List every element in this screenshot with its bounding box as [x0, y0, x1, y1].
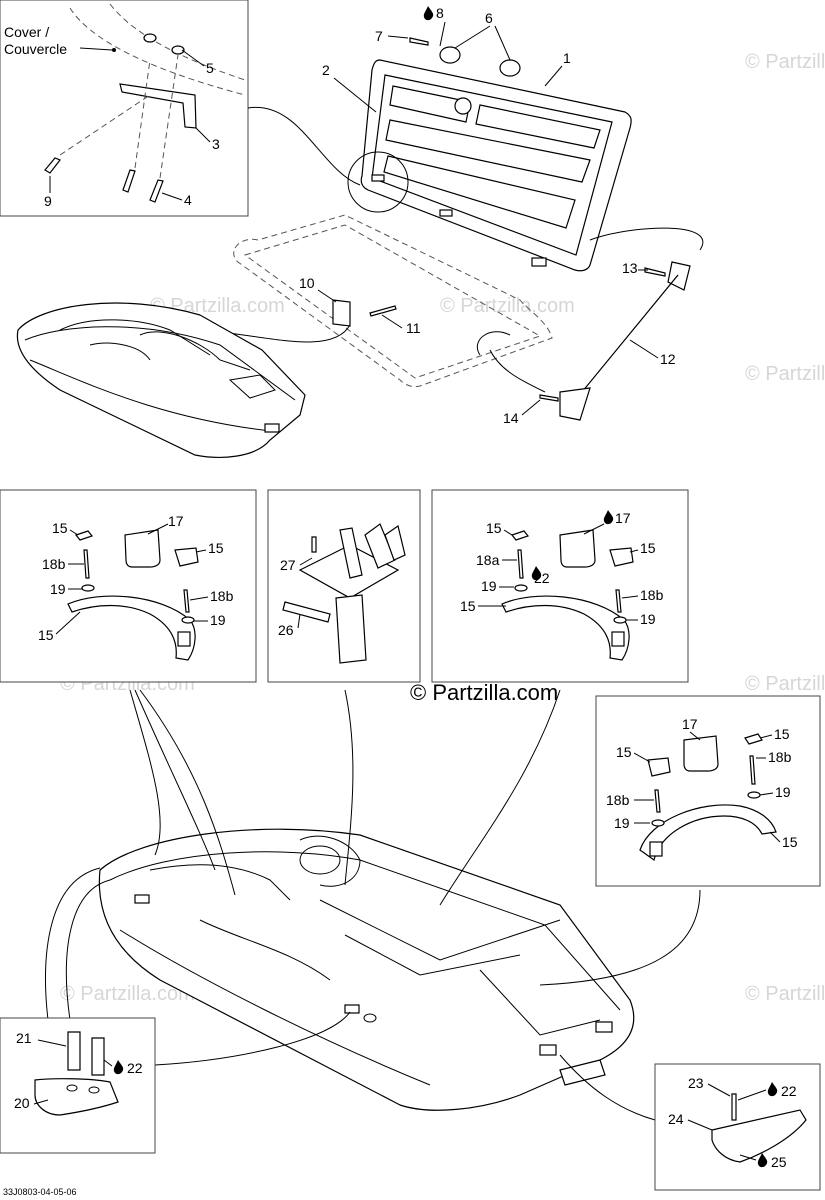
cleat-inset: 21 22 20	[0, 1017, 156, 1154]
callout-4: 4	[184, 192, 192, 208]
callout-19: 19	[481, 578, 497, 594]
callout-27: 27	[280, 557, 296, 573]
watermark-text: © Partzilla.com	[745, 673, 825, 695]
watermark-text: © Partzilla.com	[440, 295, 575, 317]
callout-19: 19	[210, 612, 226, 628]
callout-7: 7	[375, 28, 383, 44]
diagram-code: 33J0803-04-05-06	[3, 1187, 77, 1197]
pad-inset: 23 22 24 25	[654, 1063, 821, 1191]
handle-inset-right-top: 15 17 15 18a 22 19 18b 19 15	[431, 489, 689, 683]
callout-22: 22	[534, 570, 550, 586]
callout-9: 9	[44, 193, 52, 209]
watermark-text: © Partzilla.com	[745, 51, 825, 73]
callout-26: 26	[278, 622, 294, 638]
callout-15: 15	[208, 540, 224, 556]
boat-small	[16, 302, 306, 458]
callout-12: 12	[660, 351, 676, 367]
sealant-drop-icon	[531, 566, 542, 581]
callout-18b: 18b	[640, 587, 664, 603]
callout-18b: 18b	[768, 749, 792, 765]
callout-15: 15	[782, 834, 798, 850]
callout-15: 15	[774, 726, 790, 742]
sealant-drop-icon	[767, 1082, 778, 1097]
callout-13: 13	[622, 260, 638, 276]
callout-15: 15	[38, 627, 54, 643]
callout-18b: 18b	[210, 588, 234, 604]
callout-11: 11	[406, 320, 421, 336]
callout-24: 24	[668, 1111, 684, 1127]
handle-inset-left: 15 17 15 18b 19 18b 19 15	[0, 489, 257, 683]
callout-3: 3	[212, 136, 220, 152]
gas-spring: 13 12 14	[489, 227, 704, 426]
callout-19: 19	[640, 611, 656, 627]
callout-20: 20	[14, 1095, 30, 1111]
cover-inset: Cover / Couvercle 5 3 4 9	[0, 0, 249, 217]
sealant-drop-icon	[423, 6, 434, 21]
handle-inset-right-lower: 17 15 15 18b 19 18b 19 15	[595, 695, 821, 887]
callout-25: 25	[771, 1154, 787, 1170]
watermark-center: © Partzilla.com	[410, 680, 558, 705]
callout-23: 23	[688, 1075, 704, 1091]
callout-19: 19	[614, 815, 630, 831]
callout-10: 10	[299, 275, 315, 291]
throttle-inset: 27 26	[267, 489, 421, 683]
callout-15: 15	[460, 598, 476, 614]
callout-6: 6	[485, 10, 493, 26]
callout-14: 14	[503, 410, 519, 426]
callout-2: 2	[322, 62, 330, 78]
callout-19: 19	[50, 581, 66, 597]
storage-cover: 1 2 6 7 8	[322, 5, 632, 272]
callout-1: 1	[563, 50, 571, 66]
sealant-drop-icon	[113, 1060, 124, 1075]
callout-19: 19	[775, 784, 791, 800]
sealant-drop-icon	[603, 510, 614, 525]
callout-15: 15	[640, 540, 656, 556]
cover-label: Cover /	[4, 24, 49, 40]
callout-15: 15	[486, 520, 502, 536]
callout-17: 17	[615, 510, 631, 526]
callout-5: 5	[206, 60, 214, 76]
leader-lines	[45, 689, 701, 1121]
watermark-text: © Partzilla.com	[60, 983, 195, 1005]
couvercle-label: Couvercle	[4, 41, 67, 57]
callout-22: 22	[781, 1083, 797, 1099]
boat-main	[98, 828, 635, 1111]
callout-22: 22	[127, 1060, 143, 1076]
callout-18a: 18a	[476, 552, 500, 568]
callout-15: 15	[52, 520, 68, 536]
callout-18b: 18b	[606, 792, 630, 808]
watermark-text: © Partzilla.com	[745, 363, 825, 385]
callout-17: 17	[682, 716, 698, 732]
sealant-drop-icon	[757, 1153, 768, 1168]
callout-18b: 18b	[42, 556, 66, 572]
watermark-text: © Partzilla.com	[745, 983, 825, 1005]
callout-17: 17	[168, 513, 184, 529]
callout-21: 21	[16, 1030, 32, 1046]
callout-15: 15	[616, 744, 632, 760]
callout-8: 8	[436, 5, 444, 21]
